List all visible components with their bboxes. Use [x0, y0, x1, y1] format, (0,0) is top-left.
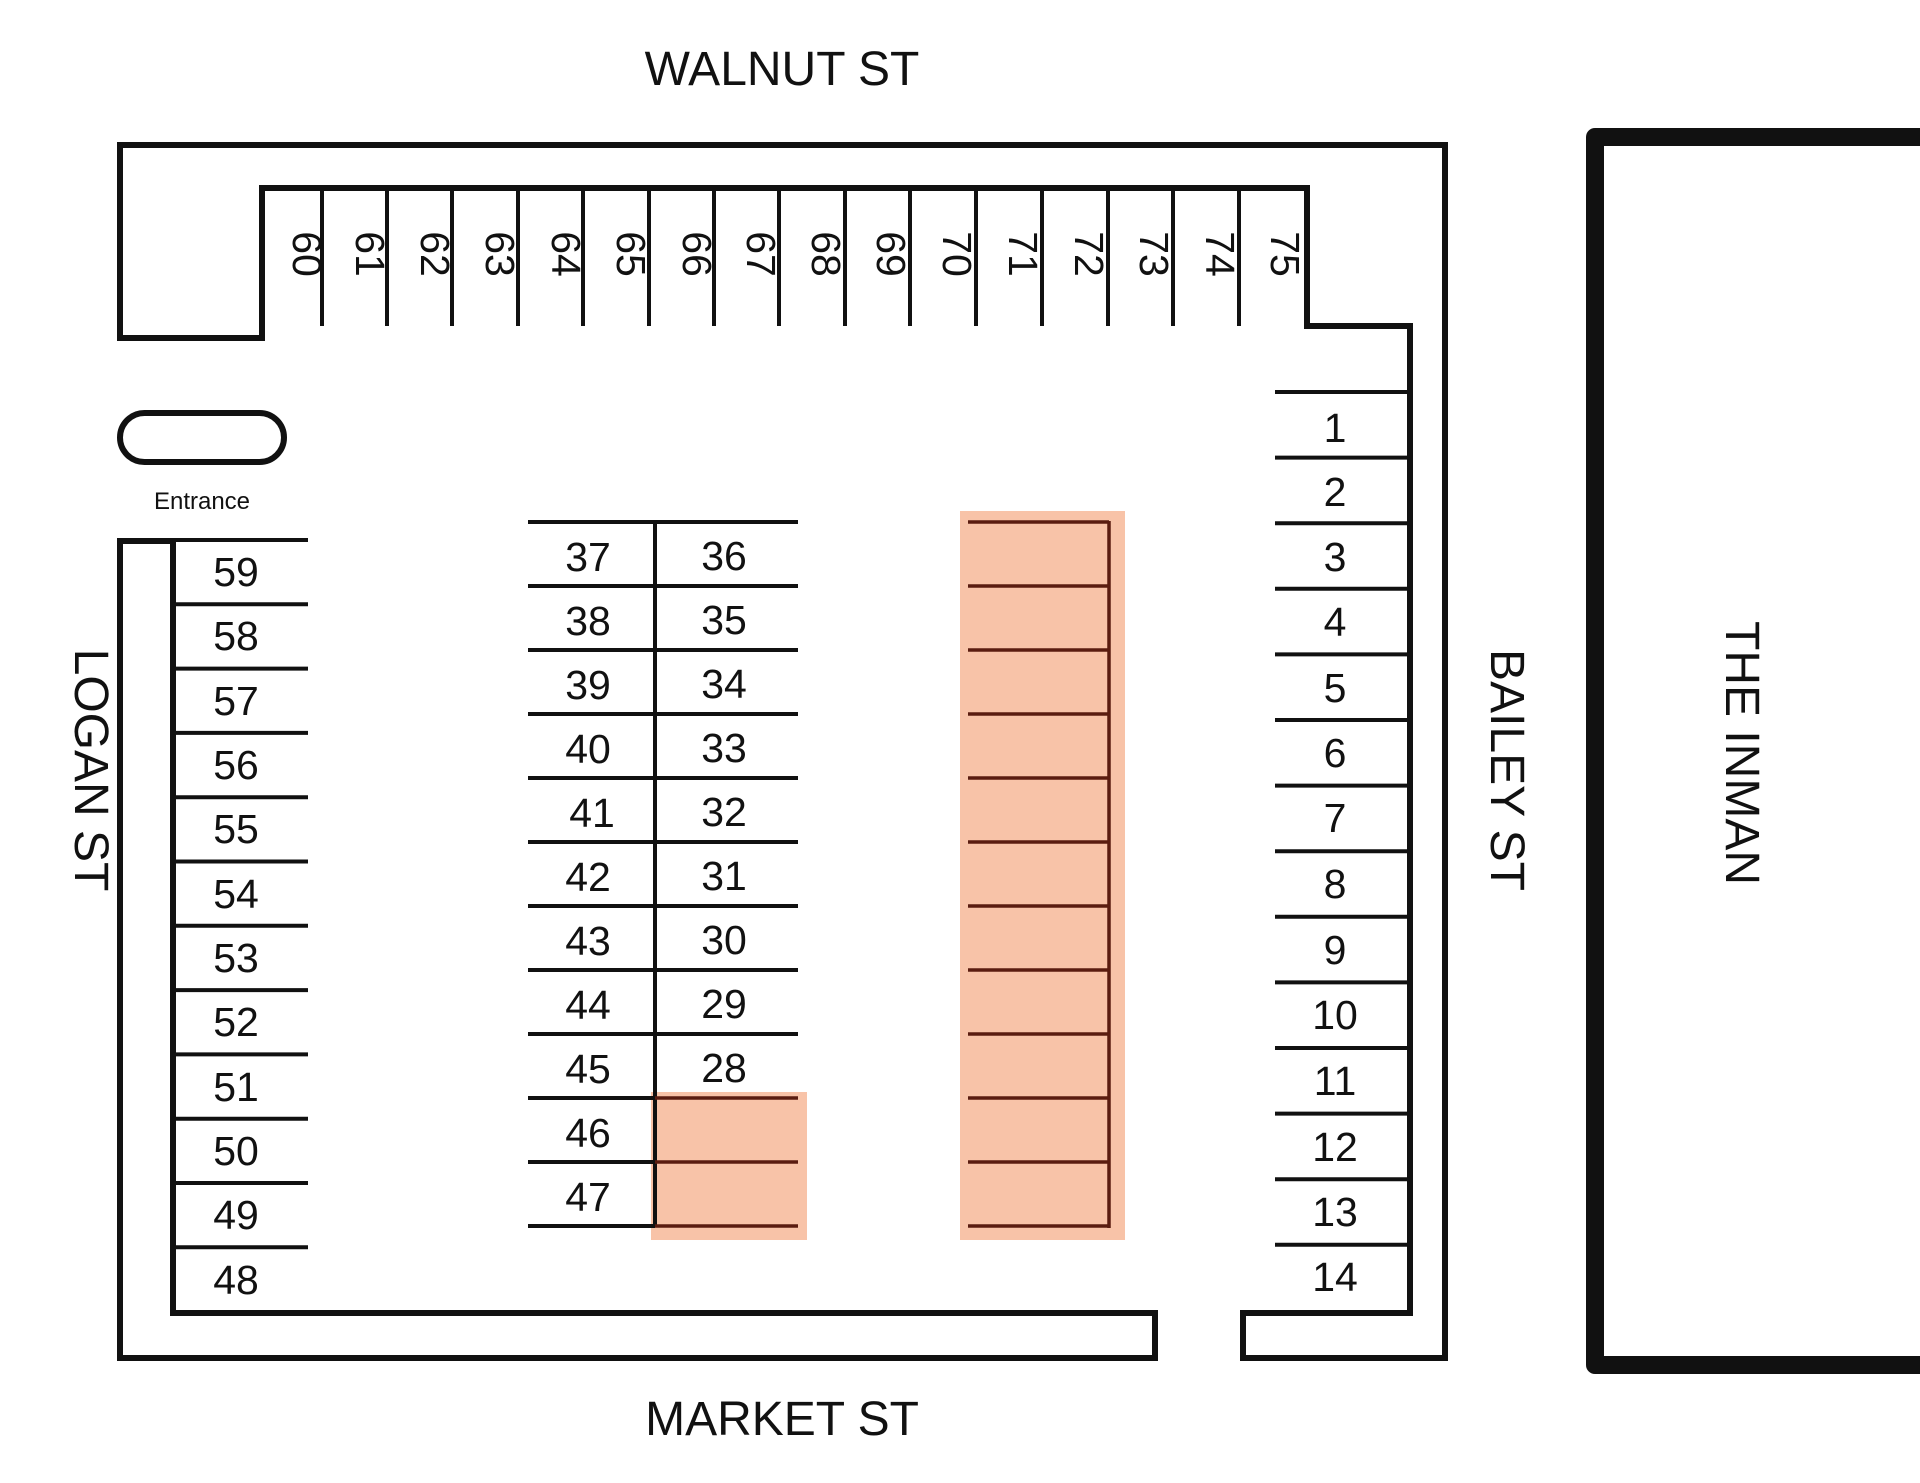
space-label: 28 [701, 1045, 747, 1091]
space-label: 49 [213, 1192, 259, 1238]
entrance-icon [117, 410, 287, 465]
space-label: 64 [543, 231, 589, 277]
space-label: 56 [213, 742, 259, 788]
highlight-zone-center-right [651, 1092, 807, 1240]
street-walnut: WALNUT ST [645, 43, 920, 96]
street-market: MARKET ST [645, 1393, 919, 1446]
highlight-zone-center-column [960, 511, 1125, 1240]
space-dividers [173, 188, 1410, 1250]
space-label: 7 [1324, 795, 1347, 841]
right-column-spaces: 1 2 3 4 5 6 7 8 9 10 11 12 13 14 [1312, 405, 1358, 1300]
lot-outer-boundary [117, 142, 1448, 1361]
space-label: 41 [569, 790, 615, 836]
space-label: 1 [1324, 405, 1347, 451]
space-label: 61 [347, 231, 393, 277]
space-label: 71 [1000, 231, 1046, 277]
space-label: 68 [803, 231, 849, 277]
space-label: 44 [565, 982, 611, 1028]
space-label: 54 [213, 871, 259, 917]
space-label: 38 [565, 598, 611, 644]
space-label: 62 [412, 231, 458, 277]
space-label: 32 [701, 789, 747, 835]
space-label: 50 [213, 1128, 259, 1174]
space-label: 58 [213, 613, 259, 659]
space-label: 46 [565, 1110, 611, 1156]
space-label: 75 [1262, 231, 1308, 277]
space-label: 65 [608, 231, 654, 277]
space-label: 59 [213, 549, 259, 595]
space-label: 30 [701, 917, 747, 963]
space-label: 4 [1324, 599, 1347, 645]
space-label: 51 [213, 1064, 259, 1110]
space-label: 40 [565, 726, 611, 772]
space-label: 5 [1324, 665, 1347, 711]
space-label: 73 [1131, 231, 1177, 277]
space-label: 55 [213, 806, 259, 852]
left-column-spaces: 59 58 57 56 55 54 53 52 51 50 49 48 [213, 549, 259, 1303]
space-label: 13 [1312, 1189, 1358, 1235]
space-label: 42 [565, 854, 611, 900]
space-label: 34 [701, 661, 747, 707]
space-label: 9 [1324, 927, 1347, 973]
space-label: 39 [565, 662, 611, 708]
space-label: 36 [701, 533, 747, 579]
space-label: 43 [565, 918, 611, 964]
space-label: 2 [1324, 469, 1347, 515]
center-left-spaces: 37 38 39 40 41 42 43 44 45 46 47 [565, 534, 615, 1220]
space-label: 72 [1066, 231, 1112, 277]
space-label: 66 [674, 231, 720, 277]
space-label: 48 [213, 1257, 259, 1303]
space-label: 14 [1312, 1254, 1358, 1300]
space-label: 45 [565, 1046, 611, 1092]
space-label: 37 [565, 534, 611, 580]
space-label: 12 [1312, 1124, 1358, 1170]
space-label: 11 [1314, 1058, 1357, 1104]
space-label: 52 [213, 999, 259, 1045]
space-label: 74 [1197, 231, 1243, 277]
space-label: 47 [565, 1174, 611, 1220]
space-label: 6 [1324, 730, 1347, 776]
street-bailey: BAILEY ST [1480, 649, 1533, 891]
space-label: 33 [701, 725, 747, 771]
space-label: 10 [1312, 992, 1358, 1038]
street-logan: LOGAN ST [64, 649, 117, 892]
space-label: 29 [701, 981, 747, 1027]
space-label: 67 [738, 231, 784, 277]
center-right-spaces: 36 35 34 33 32 31 30 29 28 [701, 533, 747, 1091]
space-label: 60 [284, 231, 330, 277]
space-label: 8 [1324, 861, 1347, 907]
inman-building [1586, 128, 1920, 1374]
space-label: 63 [477, 231, 523, 277]
space-label: 70 [934, 231, 980, 277]
space-label: 35 [701, 597, 747, 643]
space-label: 69 [868, 231, 914, 277]
space-label: 57 [213, 678, 259, 724]
building-the-inman: THE INMAN [1715, 621, 1768, 885]
space-label: 3 [1324, 534, 1347, 580]
entrance-label: Entrance [154, 488, 250, 515]
space-label: 31 [701, 853, 747, 899]
space-label: 53 [213, 935, 259, 981]
top-row-spaces: 60 61 62 63 64 65 66 67 68 69 70 71 72 7… [284, 231, 1308, 277]
